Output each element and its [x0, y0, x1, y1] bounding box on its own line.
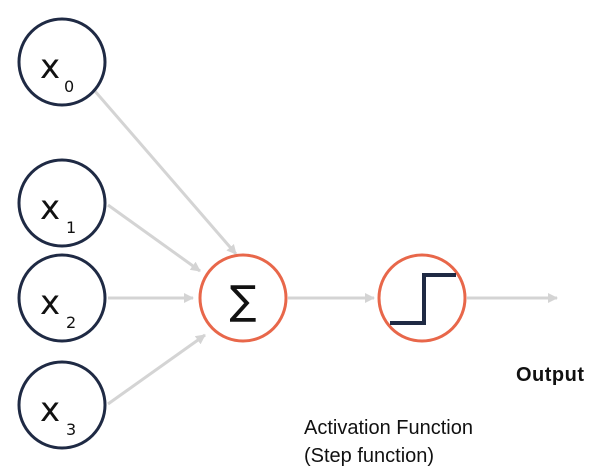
input-subscript: 3 — [66, 420, 76, 439]
arrow-x3-to-sum — [107, 333, 206, 406]
input-node-x3: x 3 — [17, 360, 107, 450]
activation-node — [377, 253, 467, 343]
input-symbol: x — [40, 390, 60, 430]
input-subscript: 1 — [66, 218, 76, 237]
input-symbol: x — [40, 188, 60, 228]
activation-function-caption: Activation Function (Step function) — [304, 414, 473, 470]
activation-caption-line-1: Activation Function — [304, 417, 473, 439]
summation-symbol: ∑ — [230, 278, 257, 324]
arrow-x1-to-sum — [107, 203, 201, 273]
input-node-x1: x 1 — [17, 158, 107, 248]
input-symbol: x — [40, 47, 60, 87]
arrow-x0-to-sum — [92, 89, 238, 255]
summation-node: ∑ — [198, 253, 288, 343]
input-symbol: x — [40, 283, 60, 323]
output-label: Output — [516, 364, 585, 386]
input-node-x2: x 2 — [17, 253, 107, 343]
input-node-x0: x 0 — [17, 17, 107, 107]
activation-caption-line-2: (Step function) — [304, 445, 435, 467]
input-subscript: 0 — [64, 77, 74, 96]
input-subscript: 2 — [66, 313, 76, 332]
step-function-icon — [390, 273, 456, 325]
